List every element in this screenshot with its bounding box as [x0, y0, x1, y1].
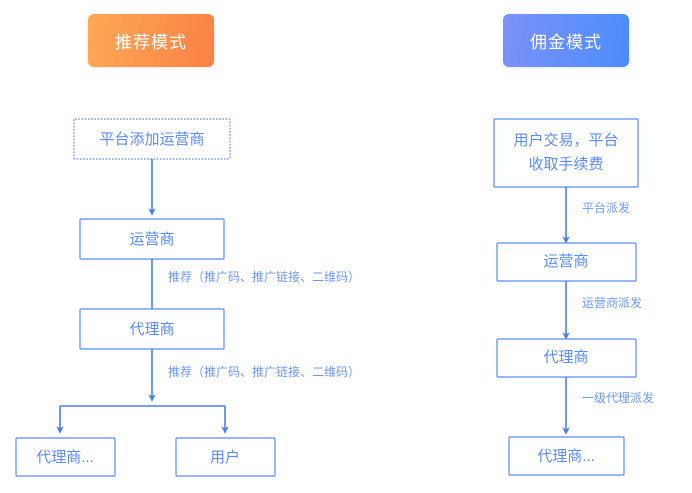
left-node-user[interactable]: 用户 [175, 437, 276, 477]
left-node-operator[interactable]: 运营商 [79, 218, 225, 260]
badge-referral-mode-label: 推荐模式 [115, 33, 187, 52]
badge-referral-mode[interactable]: 推荐模式 [88, 14, 214, 67]
left-node-agent-more[interactable]: 代理商... [15, 437, 116, 477]
right-node-agent[interactable]: 代理商 [496, 338, 637, 378]
right-edge-label-platform-dispatch: 平台派发 [582, 200, 630, 215]
right-node-user-trade-platform-fee[interactable]: 用户交易，平台 收取手续费 [493, 118, 639, 188]
right-node-operator-label: 运营商 [543, 253, 588, 270]
right-node-operator[interactable]: 运营商 [496, 242, 637, 282]
left-node-platform-add-operator[interactable]: 平台添加运营商 [73, 118, 231, 160]
right-node-agent-more[interactable]: 代理商... [508, 436, 625, 476]
badge-commission-mode[interactable]: 佣金模式 [503, 14, 629, 67]
left-node-agent-label: 代理商 [129, 321, 174, 338]
left-edge-label-operator-to-agent: 推荐（推广码、推广链接、二维码） [168, 269, 360, 284]
left-node-user-label: 用户 [210, 449, 240, 466]
left-node-agent-more-label: 代理商... [36, 449, 94, 466]
right-edge-label-operator-dispatch: 运营商派发 [582, 295, 642, 310]
badge-commission-mode-label: 佣金模式 [530, 33, 602, 52]
left-node-agent[interactable]: 代理商 [79, 308, 225, 350]
right-edge-label-first-level-agent-dispatch: 一级代理派发 [582, 390, 654, 405]
right-node-user-trade-platform-fee-label-line1: 用户交易，平台 [513, 131, 618, 149]
right-node-user-trade-platform-fee-label-line2: 收取手续费 [528, 156, 603, 173]
left-node-operator-label: 运营商 [129, 231, 174, 248]
right-node-agent-more-label: 代理商... [537, 448, 595, 465]
left-edge-label-agent-to-branch: 推荐（推广码、推广链接、二维码） [168, 364, 360, 379]
right-node-agent-label: 代理商 [543, 349, 588, 366]
left-node-platform-add-operator-label: 平台添加运营商 [99, 131, 204, 148]
